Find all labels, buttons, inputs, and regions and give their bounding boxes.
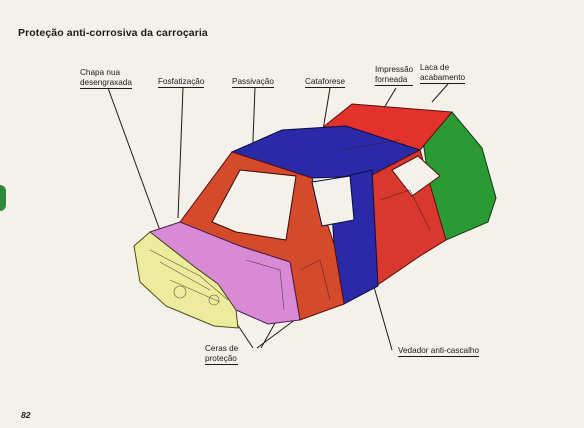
label-vedador: Vedador anti-cascalho: [398, 346, 480, 357]
label-chapa-nua: Chapa nua desengraxada: [80, 68, 132, 89]
page-number: 82: [21, 410, 31, 420]
label-passivacao: Passivação: [232, 77, 274, 88]
structure-details: [149, 139, 431, 311]
bare-metal-region: [133, 231, 239, 329]
page-title: Proteção anti-corrosiva da carroçaria: [18, 27, 208, 39]
front-door-window: [311, 175, 355, 227]
label-ceras: Ceras de proteção: [205, 344, 239, 365]
label-fosfatizacao: Fosfatização: [158, 77, 205, 88]
label-laca: Laca de acabamento: [420, 63, 466, 84]
label-cataforese: Cataforese: [305, 77, 346, 88]
label-impressao: Impressão forneada: [375, 65, 414, 86]
section-tab: [0, 185, 6, 211]
rear-door-window: [391, 155, 441, 197]
windshield-opening: [211, 169, 297, 241]
